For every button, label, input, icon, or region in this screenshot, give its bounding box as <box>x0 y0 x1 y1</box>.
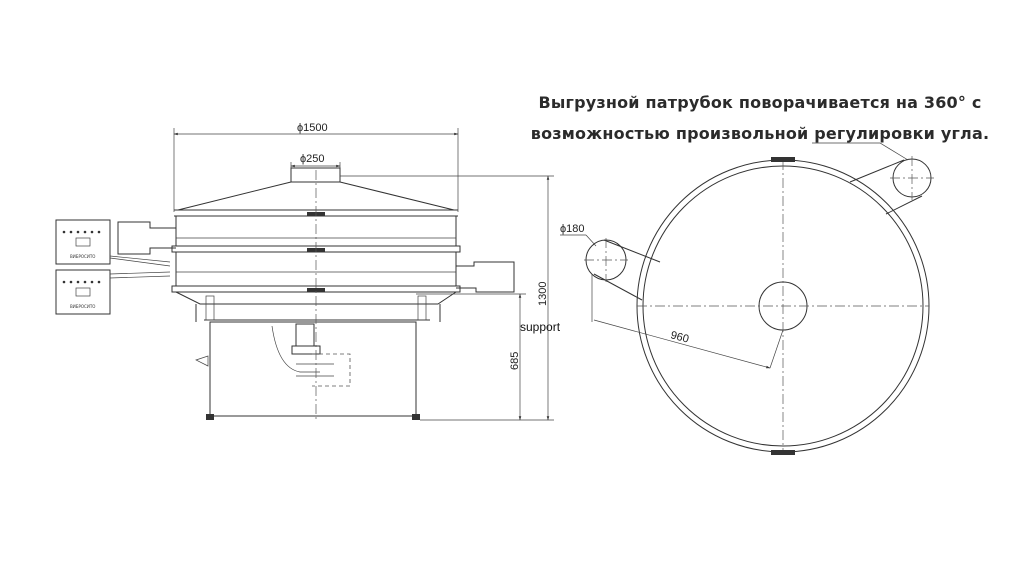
outlet-pipe-left <box>584 238 661 301</box>
dimension-outlet-diameter: ϕ180 <box>560 223 597 247</box>
lower-cone <box>175 291 457 305</box>
top-view: ϕ180 960 <box>560 142 934 455</box>
dimension-support-height: 685 <box>416 293 526 421</box>
rim-clamp-bottom <box>771 450 795 455</box>
control-cables <box>109 255 171 279</box>
side-view: ϕ1500 ϕ250 <box>55 122 561 422</box>
label-total-height: 1300 <box>537 282 549 306</box>
caption-line-1: Выгрузной патрубок поворачивается на 360… <box>538 93 982 112</box>
control-box-top-label: ВИБРОСИТО <box>70 254 95 259</box>
lower-discharge-outlet <box>456 261 515 293</box>
dimension-total-height: 1300 <box>340 175 554 421</box>
control-box-top: ВИБРОСИТО <box>55 219 111 265</box>
rim-clamp-top <box>771 157 795 162</box>
label-support-height: 685 <box>509 352 521 370</box>
label-outlet-diameter: ϕ180 <box>560 223 585 235</box>
label-inlet-diameter: ϕ250 <box>300 153 325 165</box>
upper-discharge-outlet <box>117 221 176 255</box>
caption-leader-line <box>812 142 909 161</box>
control-box-bottom: ВИБРОСИТО <box>55 269 111 315</box>
dimension-inlet-diameter: ϕ250 <box>290 153 341 180</box>
vibration-motor <box>271 323 351 387</box>
outlet-pipe-right <box>849 156 934 215</box>
support-label: support <box>520 320 561 334</box>
access-handle <box>195 355 209 367</box>
springs <box>205 295 427 321</box>
label-outlet-radius: 960 <box>669 329 690 345</box>
caption-line-2: возможностью произвольной регулировки уг… <box>530 124 990 143</box>
label-body-diameter: ϕ1500 <box>297 122 328 134</box>
control-box-bottom-label: ВИБРОСИТО <box>70 304 95 309</box>
inlet-pipe <box>290 167 341 183</box>
dimension-outlet-radius: 960 <box>591 274 784 369</box>
base-cylinder <box>209 321 417 417</box>
dimension-body-diameter: ϕ1500 <box>173 122 459 212</box>
